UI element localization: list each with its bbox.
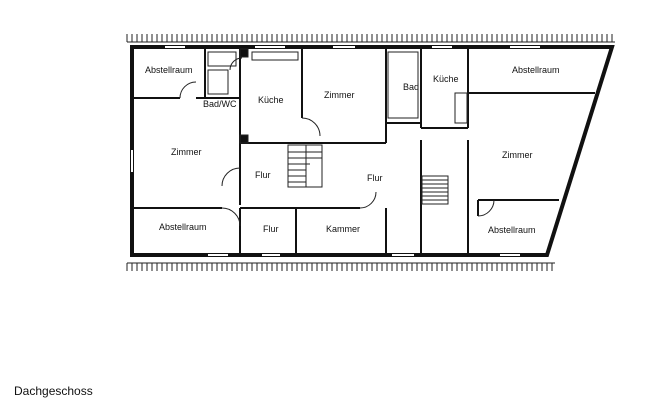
interior-walls bbox=[134, 49, 595, 253]
label-abstellraum-se: Abstellraum bbox=[488, 225, 536, 235]
windows bbox=[131, 46, 540, 256]
stairs-spiral bbox=[287, 144, 323, 188]
label-kammer: Kammer bbox=[326, 224, 360, 234]
label-abstellraum-sw: Abstellraum bbox=[159, 222, 207, 232]
fixtures bbox=[207, 48, 468, 144]
label-zimmer-top: Zimmer bbox=[324, 90, 355, 100]
label-flur-center: Flur bbox=[367, 173, 383, 183]
label-zimmer-right: Zimmer bbox=[502, 150, 533, 160]
label-flur-bottom: Flur bbox=[263, 224, 279, 234]
stairs-straight bbox=[421, 175, 449, 205]
label-bad-wc: Bad/WC bbox=[203, 99, 237, 109]
door-swings bbox=[179, 57, 495, 227]
label-kueche-left: Küche bbox=[258, 95, 284, 105]
floor-caption: Dachgeschoss bbox=[14, 384, 93, 398]
roof-eave-bottom bbox=[126, 262, 555, 271]
label-abstellraum-ne: Abstellraum bbox=[512, 65, 560, 75]
label-kueche-right: Küche bbox=[433, 74, 459, 84]
label-abstellraum-nw: Abstellraum bbox=[145, 65, 193, 75]
label-flur-left: Flur bbox=[255, 170, 271, 180]
label-zimmer-left: Zimmer bbox=[171, 147, 202, 157]
label-bad: Bad bbox=[403, 82, 419, 92]
room-labels: Abstellraum Bad/WC Küche Zimmer Bad Küch… bbox=[145, 65, 560, 235]
roof-eave-top bbox=[126, 34, 615, 43]
